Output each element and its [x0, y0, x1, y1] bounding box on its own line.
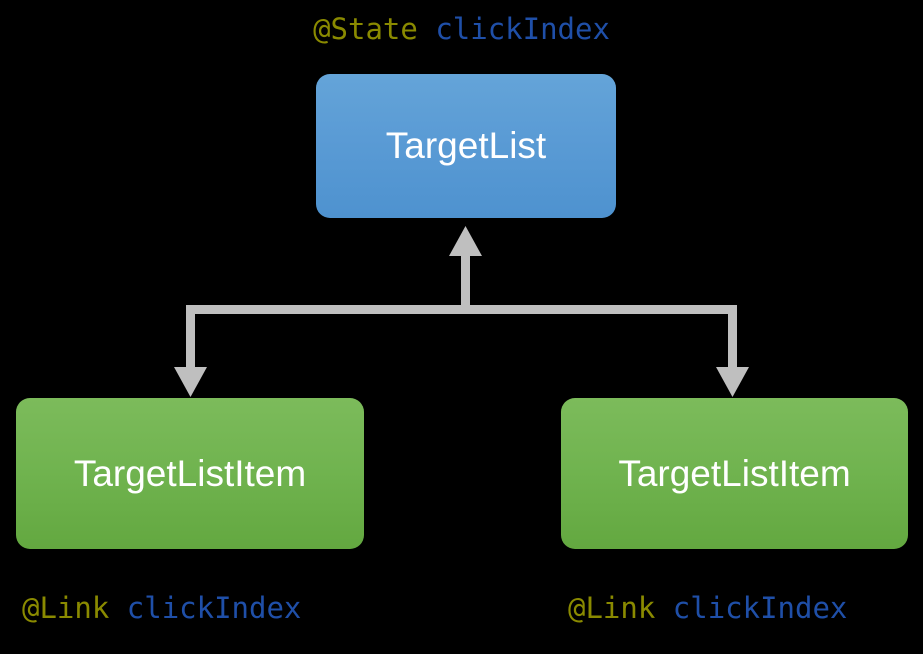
link-annotation-label-right: @Link clickIndex	[568, 594, 847, 623]
connector-down-arrowhead-left	[174, 367, 207, 397]
node-targetlistitem-right[interactable]: TargetListItem	[561, 398, 908, 549]
connector-down-arrowhead-right	[716, 367, 749, 397]
node-targetlistitem-left-label: TargetListItem	[73, 452, 307, 494]
state-annotation-label: @State clickIndex	[0, 15, 923, 44]
connector-down-stem-right	[728, 305, 737, 373]
link-variable-text-right: clickIndex	[672, 591, 848, 625]
link-decorator-text-left: @Link	[22, 591, 110, 625]
link-variable-text-left: clickIndex	[126, 591, 302, 625]
connector-up-arrowhead	[449, 226, 482, 256]
node-targetlistitem-right-label: TargetListItem	[618, 452, 851, 494]
link-decorator-text-right: @Link	[568, 591, 656, 625]
node-targetlist-label: TargetList	[385, 125, 547, 166]
connector-down-stem-left	[186, 305, 195, 373]
node-targetlist[interactable]: TargetList	[316, 74, 616, 218]
state-variable-text: clickIndex	[435, 12, 610, 46]
state-label-separator	[418, 12, 435, 46]
link-label-separator-left	[109, 591, 126, 625]
node-targetlistitem-left[interactable]: TargetListItem	[16, 398, 364, 549]
link-annotation-label-left: @Link clickIndex	[22, 594, 301, 623]
connector-up-stem	[461, 248, 470, 310]
state-decorator-text: @State	[313, 12, 418, 46]
connector-horizontal-bus	[190, 305, 733, 314]
link-label-separator-right	[655, 591, 672, 625]
